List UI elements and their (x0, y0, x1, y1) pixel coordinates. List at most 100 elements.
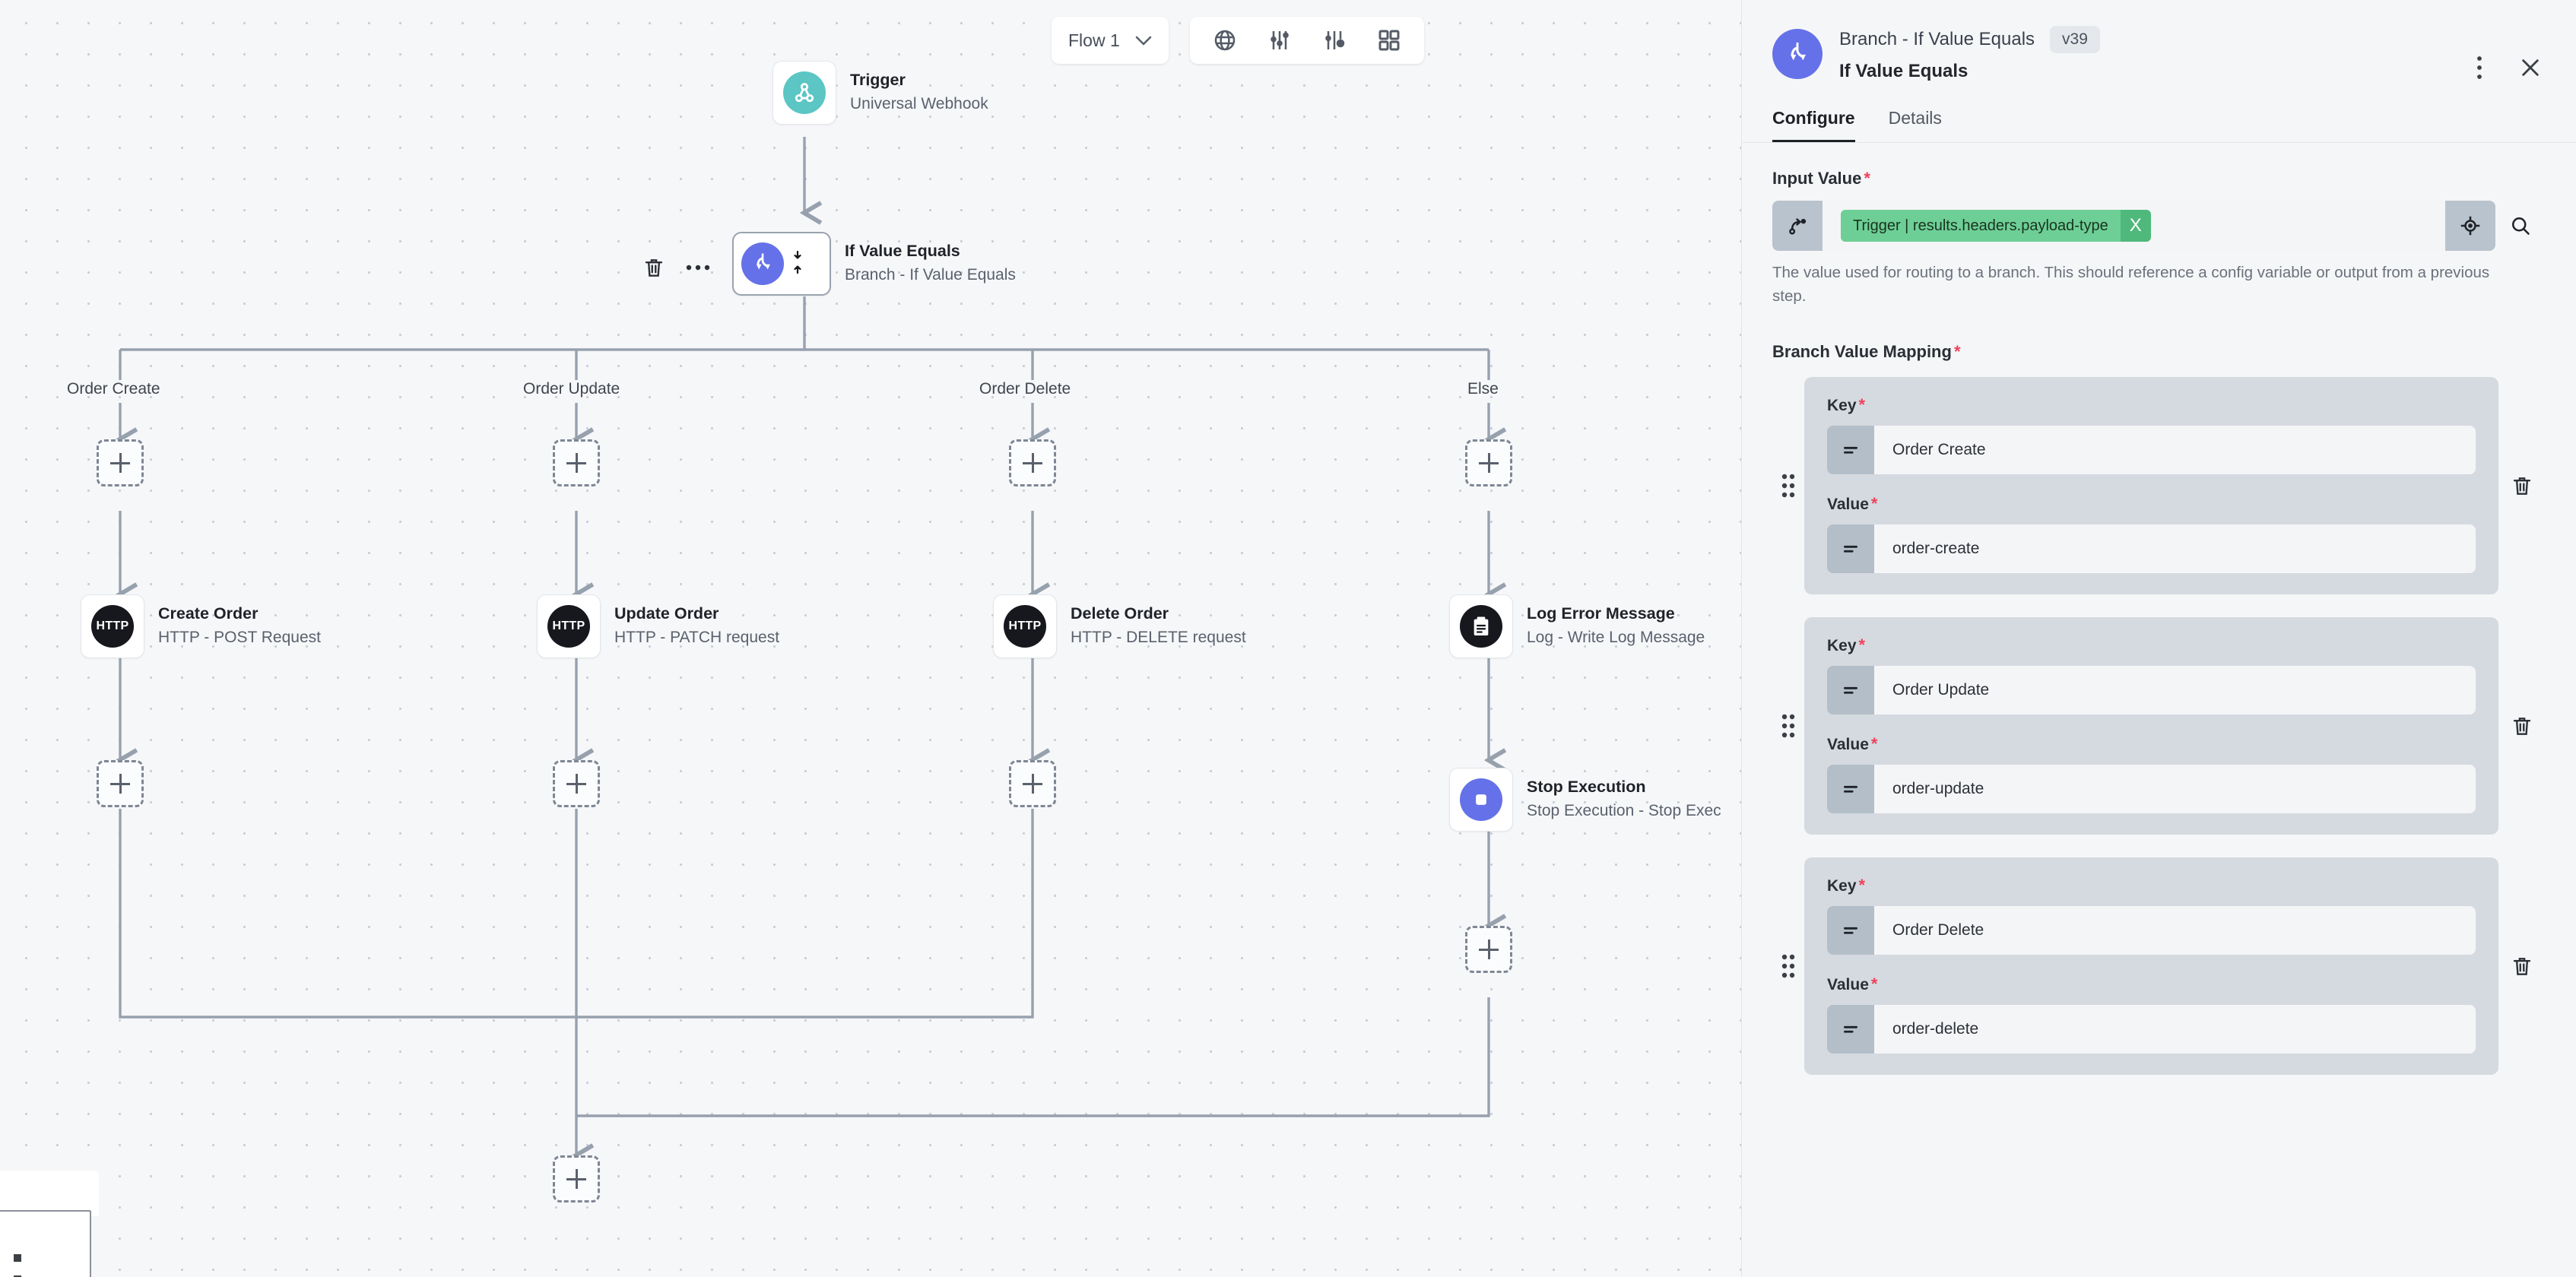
tab-details[interactable]: Details (1888, 108, 1942, 128)
add-step-button[interactable] (553, 439, 600, 486)
crosshair-icon[interactable] (2445, 201, 2495, 251)
node-stop-execution[interactable]: Stop Execution Stop Execution - Stop Exe… (1449, 768, 1721, 832)
node-trigger-box[interactable] (772, 61, 836, 125)
node-title: Log Error Message (1527, 604, 1675, 623)
more-horizontal-icon[interactable] (685, 263, 711, 272)
trash-icon[interactable] (2498, 955, 2546, 978)
chevron-down-icon (1135, 30, 1152, 51)
value-input[interactable]: order-delete (1827, 1004, 2476, 1054)
node-subtitle: Stop Execution - Stop Exec (1527, 802, 1721, 820)
key-input-value[interactable]: Order Update (1874, 665, 2476, 715)
value-label: Value* (1827, 493, 1878, 513)
required-marker: * (1870, 734, 1878, 753)
minimap-sheet (0, 1171, 99, 1216)
trash-icon[interactable] (2498, 715, 2546, 737)
node-update-order[interactable]: HTTP Update Order HTTP - PATCH request (537, 594, 779, 658)
add-step-button[interactable] (1009, 760, 1056, 807)
equals-icon[interactable] (1827, 425, 1874, 474)
add-step-button[interactable] (97, 439, 144, 486)
required-marker: * (1864, 169, 1870, 188)
branch-label-order-create: Order Create (67, 380, 160, 398)
canvas-toolbar[interactable] (1190, 17, 1424, 64)
minimap-node (12, 1274, 23, 1277)
node-log-error-message[interactable]: Log Error Message Log - Write Log Messag… (1449, 594, 1705, 658)
collapse-expand-icon[interactable] (790, 249, 805, 280)
minimap[interactable] (0, 1210, 91, 1277)
add-step-button[interactable] (553, 1155, 600, 1203)
trash-icon[interactable] (2498, 474, 2546, 497)
panel-node-type: Branch - If Value Equals (1839, 29, 2035, 49)
node-if-value-equals[interactable]: If Value Equals Branch - If Value Equals (732, 232, 1016, 296)
settings-sliders-icon[interactable] (1321, 27, 1348, 54)
required-marker: * (1870, 493, 1878, 513)
branch-label-order-update: Order Update (523, 380, 620, 398)
search-icon[interactable] (2495, 201, 2546, 251)
equals-icon[interactable] (1827, 905, 1874, 955)
drag-handle-icon[interactable] (1772, 951, 1804, 981)
node-title: Create Order (158, 604, 259, 623)
value-input-value[interactable]: order-create (1874, 524, 2476, 573)
equals-icon[interactable] (1827, 524, 1874, 573)
mapping-card: Key* Order Create Value* (1804, 376, 2498, 594)
add-step-button[interactable] (553, 760, 600, 807)
globe-icon[interactable] (1211, 27, 1239, 54)
value-label: Value* (1827, 734, 1878, 753)
add-step-button[interactable] (1009, 439, 1056, 486)
minimap-node (12, 1253, 23, 1263)
flow-selector-label: Flow 1 (1068, 30, 1120, 50)
clipboard-icon (1460, 605, 1502, 648)
node-title: Trigger (850, 71, 906, 90)
http-icon: HTTP (547, 605, 590, 648)
close-icon[interactable]: X (2120, 210, 2151, 242)
key-input[interactable]: Order Create (1827, 425, 2476, 474)
node-title: Stop Execution (1527, 778, 1646, 797)
value-label: Value* (1827, 974, 1878, 993)
flow-canvas[interactable]: Flow 1 (0, 0, 1741, 1277)
sliders-icon[interactable] (1266, 27, 1293, 54)
value-input-value[interactable]: order-delete (1874, 1004, 2476, 1054)
node-action-toolbar[interactable] (642, 256, 711, 279)
key-input-value[interactable]: Order Delete (1874, 905, 2476, 955)
key-input[interactable]: Order Update (1827, 665, 2476, 715)
value-input-value[interactable]: order-update (1874, 764, 2476, 813)
add-step-button[interactable] (1465, 926, 1512, 973)
node-delete-order-box[interactable]: HTTP (993, 594, 1057, 658)
panel-tabs[interactable]: Configure Details (1742, 108, 2576, 143)
add-step-button[interactable] (1465, 439, 1512, 486)
node-delete-order[interactable]: HTTP Delete Order HTTP - DELETE request (993, 594, 1246, 658)
trash-icon[interactable] (642, 256, 665, 279)
mapping-card: Key* Order Update Value* (1804, 616, 2498, 835)
branch-icon (741, 242, 784, 285)
node-subtitle: HTTP - PATCH request (614, 629, 780, 647)
drag-handle-icon[interactable] (1772, 471, 1804, 501)
node-if-value-equals-box[interactable] (732, 232, 831, 296)
equals-icon[interactable] (1827, 665, 1874, 715)
add-step-button[interactable] (97, 760, 144, 807)
grid-icon[interactable] (1375, 27, 1403, 54)
equals-icon[interactable] (1827, 1004, 1874, 1054)
node-trigger[interactable]: Trigger Universal Webhook (772, 61, 988, 125)
value-input[interactable]: order-create (1827, 524, 2476, 573)
value-input[interactable]: order-update (1827, 764, 2476, 813)
close-icon[interactable] (2518, 55, 2543, 84)
node-create-order-box[interactable]: HTTP (81, 594, 144, 658)
input-value-content[interactable]: Trigger | results.headers.payload-type X (1823, 201, 2445, 251)
mapping-row: Key* Order Update Value* (1772, 616, 2546, 835)
input-value-help: The value used for routing to a branch. … (1772, 264, 2490, 305)
node-stop-execution-box[interactable] (1449, 768, 1513, 832)
node-create-order[interactable]: HTTP Create Order HTTP - POST Request (81, 594, 321, 658)
key-input-value[interactable]: Order Create (1874, 425, 2476, 474)
key-input[interactable]: Order Delete (1827, 905, 2476, 955)
reference-arrow-icon[interactable] (1772, 201, 1823, 251)
drag-handle-icon[interactable] (1772, 711, 1804, 741)
node-update-order-box[interactable]: HTTP (537, 594, 601, 658)
equals-icon[interactable] (1827, 764, 1874, 813)
input-value-field[interactable]: Trigger | results.headers.payload-type X (1772, 201, 2495, 251)
mapping-row: Key* Order Delete Value* (1772, 857, 2546, 1075)
input-value-row[interactable]: Trigger | results.headers.payload-type X (1772, 201, 2546, 251)
tab-configure[interactable]: Configure (1772, 108, 1855, 142)
flow-selector[interactable]: Flow 1 (1052, 17, 1169, 64)
reference-token-chip[interactable]: Trigger | results.headers.payload-type X (1841, 210, 2151, 242)
node-log-error-message-box[interactable] (1449, 594, 1513, 658)
more-vertical-icon[interactable] (2476, 55, 2483, 84)
